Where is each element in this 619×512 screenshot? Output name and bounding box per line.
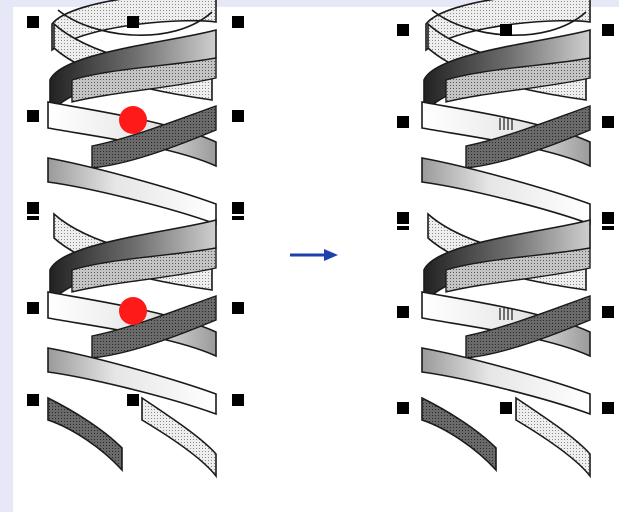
resize-handle[interactable]	[397, 306, 409, 318]
handle-tick	[27, 216, 39, 220]
resize-handle[interactable]	[602, 306, 614, 318]
resize-handle[interactable]	[232, 202, 244, 214]
resize-handle[interactable]	[602, 402, 614, 414]
resize-handle[interactable]	[500, 402, 512, 414]
resize-handle[interactable]	[127, 394, 139, 406]
resize-handle[interactable]	[397, 402, 409, 414]
red-marker	[119, 106, 147, 134]
selection-handles-before[interactable]	[27, 16, 244, 406]
resize-handle[interactable]	[27, 202, 39, 214]
resize-handle[interactable]	[397, 24, 409, 36]
resize-handle[interactable]	[27, 16, 39, 28]
handle-tick	[232, 216, 244, 220]
red-marker	[119, 297, 147, 325]
resize-handle[interactable]	[27, 394, 39, 406]
resize-handle[interactable]	[27, 110, 39, 122]
resize-handle[interactable]	[232, 16, 244, 28]
resize-handle[interactable]	[27, 302, 39, 314]
handle-tick	[397, 226, 409, 230]
left-edge-tint	[0, 0, 13, 512]
handle-tick	[602, 226, 614, 230]
resize-handle[interactable]	[232, 394, 244, 406]
resize-handle[interactable]	[127, 16, 139, 28]
overlay-layer	[27, 16, 614, 414]
resize-handle[interactable]	[397, 212, 409, 224]
arrow-right-icon	[290, 249, 338, 261]
selection-handles-after[interactable]	[397, 24, 614, 414]
resize-handle[interactable]	[602, 212, 614, 224]
resize-handle[interactable]	[232, 110, 244, 122]
resize-handle[interactable]	[602, 24, 614, 36]
resize-handle[interactable]	[500, 24, 512, 36]
resize-handle[interactable]	[397, 116, 409, 128]
resize-handle[interactable]	[232, 302, 244, 314]
top-edge-tint	[0, 0, 619, 7]
resize-handle[interactable]	[602, 116, 614, 128]
